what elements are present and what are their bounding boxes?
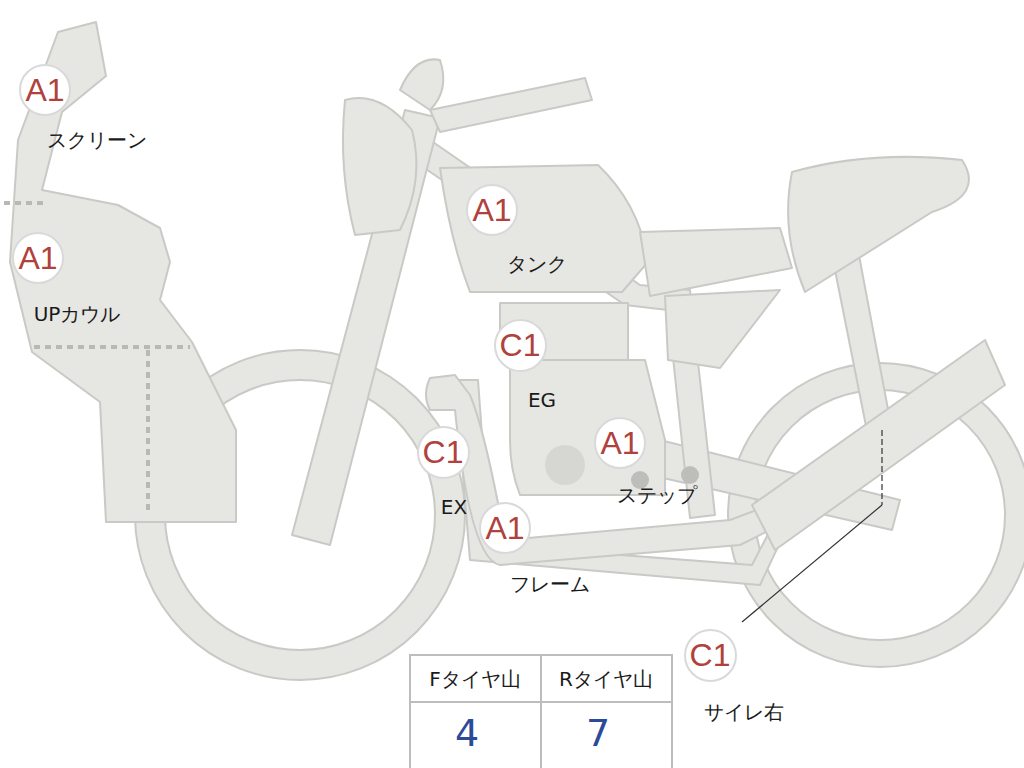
grade-code: A1 [18,242,57,274]
step-peg [681,466,699,484]
grade-circle: A1スクリーン [19,64,71,116]
engine-case [510,360,665,495]
grade-code: C1 [500,329,541,361]
grade-circle: A1ステップ [594,417,646,469]
part-name: スクリーン [47,129,147,151]
grade-code: A1 [600,427,639,459]
part-name: EX [441,496,467,518]
table-frame [410,655,672,768]
grade-circle: A1フレーム [479,502,531,554]
part-name: EG [528,389,556,411]
table-header: Fタイヤ山 [429,668,521,690]
mirror [400,59,443,110]
grade-circle: C1EG [494,319,547,372]
seat-front [640,228,792,296]
part-name: フレーム [510,573,590,595]
silencer [752,340,1005,550]
table-rule [540,655,542,768]
table-header: Rタイヤ山 [559,668,653,690]
seat [788,157,969,292]
part-name: UPカウル [34,303,121,325]
section-line [34,345,190,349]
leader-line [742,505,882,622]
grade-code: A1 [472,194,511,226]
part-name: タンク [507,253,567,275]
grade-circle: C1サイレ右 [684,629,737,682]
grade-circle: C1EX [417,426,470,479]
grade-circle: A1タンク [466,184,518,236]
table-value: 4 [455,713,479,755]
headlight [343,98,416,235]
handlebar [430,78,592,132]
fuel-tank [440,165,648,292]
side-cover [665,290,780,368]
part-name: ステップ [617,484,697,506]
part-name: サイレ右 [704,701,784,723]
table-value: 7 [586,713,610,755]
grade-code: A1 [25,74,64,106]
cowl [10,22,236,522]
leader-line [881,430,882,505]
grade-code: C1 [423,436,464,468]
grade-circle: A1UPカウル [12,232,64,284]
grade-code: C1 [690,639,731,671]
engine-cylinder [500,303,628,360]
section-line [146,350,150,512]
rear-shock [832,250,890,426]
engine-cover [545,445,585,485]
section-line [4,201,46,205]
grade-code: A1 [485,512,524,544]
